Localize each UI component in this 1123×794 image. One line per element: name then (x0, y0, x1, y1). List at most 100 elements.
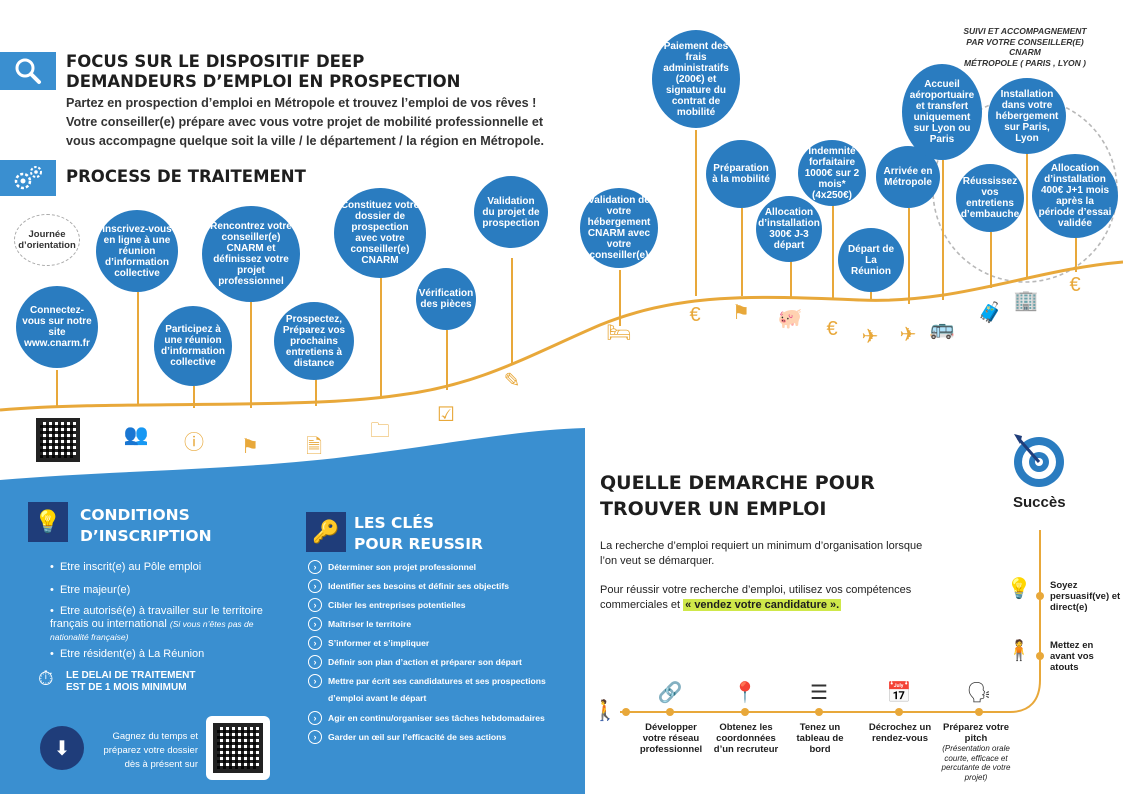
cle-item: › Cibler les entreprises potentielles (308, 598, 568, 612)
pitch-title: Préparez votre pitch (942, 722, 1009, 744)
cle-text: Maîtriser le territoire (328, 618, 412, 629)
intro-line-2: Votre conseiller(e) prépare avec vous vo… (66, 115, 544, 129)
step-verification-bubble: Vérification des pièces (416, 268, 476, 330)
gagnez-line-2: préparez votre dossier (103, 745, 198, 756)
step-preparation-bubble: Préparation à la mobilité (706, 140, 776, 208)
condition-item: • Etre inscrit(e) au Pôle emploi (50, 561, 202, 573)
step-reseau-label: Développer votre réseau professionnel (639, 722, 703, 755)
step-allocation-400-bubble: Allocation d’installation 400€ J+1 mois … (1032, 154, 1118, 238)
cle-text: Cibler les entreprises potentielles (328, 599, 466, 610)
intro-text: Partez en prospection d’emploi en Métrop… (66, 94, 546, 151)
cle-text: d’emploi avant le départ (328, 693, 427, 703)
cle-item: › S’informer et s’impliquer (308, 636, 568, 650)
path-dot (666, 708, 674, 716)
path-dot (1036, 592, 1044, 600)
gagnez-text: Gagnez du temps et préparez votre dossie… (92, 730, 198, 772)
timeline-stem (56, 370, 58, 408)
stopwatch-icon: ⏱ (38, 668, 54, 690)
cle-item: › Maîtriser le territoire (308, 617, 568, 631)
suivi-caption: SUIVI ET ACCOMPAGNEMENT PAR VOTRE CONSEI… (950, 26, 1100, 68)
suivi-line-1: SUIVI ET ACCOMPAGNEMENT (963, 26, 1087, 36)
step-pitch-label: Préparez votre pitch (Présentation orale… (934, 722, 1018, 782)
step-constituez-bubble: Constituez votre dossier de prospection … (334, 188, 426, 278)
traveler-icon: 🧳 (977, 302, 1003, 324)
step-indemnite-bubble: Indemnité forfaitaire 1000€ sur 2 mois* … (798, 140, 866, 206)
euro-coin-icon: € (1069, 274, 1081, 296)
step-label: Indemnité forfaitaire 1000€ sur 2 mois* … (804, 145, 860, 201)
focus-title: FOCUS SUR LE DISPOSITIF DEEP DEMANDEURS … (66, 52, 461, 92)
gagnez-line-1: Gagnez du temps et (112, 731, 198, 742)
timeline-stem (446, 330, 448, 390)
condition-text: Etre majeur(e) (59, 584, 131, 596)
step-label: Départ de La Réunion (847, 243, 895, 277)
cles-title-line-2: POUR REUSSIR (354, 535, 483, 553)
chevron-right-icon: › (308, 598, 322, 612)
timeline-stem (193, 386, 195, 408)
chevron-right-icon: › (308, 636, 322, 650)
journee-orientation-bubble: Journée d’orientation (14, 214, 80, 266)
step-tableau-label: Tenez un tableau de bord (796, 722, 844, 755)
condition-note: (Si vous n’êtes pas de nationalité franç… (50, 619, 254, 642)
cle-text: Agir en continu/organiser ses tâches heb… (328, 712, 545, 723)
piggy-bank-icon: 🐖 (777, 308, 803, 330)
succes-label: Succès (1013, 494, 1066, 511)
calendar-icon: 📅 (886, 682, 912, 704)
building-icon: 🏢 (1013, 290, 1039, 312)
demarche-paragraph-2: Pour réussir votre recherche d’emploi, u… (600, 583, 911, 613)
search-icon (15, 58, 41, 84)
suivi-line-2: PAR VOTRE CONSEILLER(E) CNARM (966, 36, 1084, 58)
timeline-stem (1075, 236, 1077, 272)
step-label: Installation dans votre hébergement sur … (995, 88, 1059, 144)
step-label: Accueil aéroportuaire et transfert uniqu… (909, 79, 975, 145)
gears-icon-box (0, 160, 56, 196)
condition-item: • Etre autorisé(e) à travailler sur le t… (50, 605, 263, 642)
timeline-stem (990, 232, 992, 288)
journee-orientation-label: Journée d’orientation (18, 229, 76, 251)
timeline-stem (695, 130, 697, 296)
chevron-right-icon: › (308, 560, 322, 574)
p2-line-1: Pour réussir votre recherche d’emploi, u… (600, 584, 912, 596)
intro-line-1: Partez en prospection d’emploi en Métrop… (66, 96, 537, 110)
cle-item-continued: d’emploi avant le départ (328, 693, 588, 704)
chevron-right-icon: › (308, 579, 322, 593)
key-icon: 🔑 (306, 512, 346, 552)
step-label: Arrivée en Métropole (883, 166, 933, 188)
euro-hand-icon: € (826, 318, 838, 340)
bus-icon: 🚌 (929, 318, 955, 340)
qr-code-icon (213, 723, 263, 773)
path-dot (895, 708, 903, 716)
pitch-note: (Présentation orale courte, efficace et … (941, 744, 1011, 782)
cle-item: ›Mettre par écrit ses candidatures et se… (308, 674, 568, 688)
demarche-title-line-1: QUELLE DEMARCHE POUR (600, 472, 875, 494)
step-label: Constituez votre dossier de prospection … (340, 200, 420, 266)
timeline-stem (870, 292, 872, 300)
checklist-icon: ☑ (437, 404, 455, 426)
step-rendez-vous-label: Décrochez un rendez-vous (868, 722, 932, 744)
qr-code-icon (36, 418, 80, 462)
p1-line-2: l’on veut se démarquer. (600, 555, 715, 567)
timeline-stem (315, 376, 317, 406)
suivi-line-3: MÉTROPOLE ( PARIS , LYON ) (964, 57, 1086, 68)
condition-text: Etre autorisé(e) à travailler sur le ter… (50, 605, 263, 630)
path-dot (1036, 652, 1044, 660)
group-icon: 👥 (123, 424, 149, 446)
path-dot (741, 708, 749, 716)
step-coordonnees-label: Obtenez les coordonnées d’un recruteur (713, 722, 779, 755)
demarche-path (620, 530, 1041, 713)
chevron-right-icon: › (308, 617, 322, 631)
demarche-title-line-2: TROUVER UN EMPLOI (600, 498, 827, 520)
path-dot (975, 708, 983, 716)
cle-text: S’informer et s’impliquer (328, 637, 430, 648)
cle-item: ›Identifier ses besoins et définir ses o… (308, 579, 568, 593)
timeline-stem (380, 278, 382, 396)
timeline-stem (832, 204, 834, 300)
step-accueil-bubble: Accueil aéroportuaire et transfert uniqu… (902, 64, 982, 160)
search-icon-box (0, 52, 56, 90)
step-label: Rencontrez votre conseiller(e) CNARM et … (210, 221, 292, 287)
step-label: Allocation d’installation 300€ J-3 dépar… (758, 207, 820, 251)
step-label: Réussissez vos entretiens d’embauche (960, 176, 1020, 220)
timeline-stem (790, 260, 792, 298)
step-label: Prospectez, Préparez vos prochains entre… (282, 313, 346, 369)
path-dot (815, 708, 823, 716)
